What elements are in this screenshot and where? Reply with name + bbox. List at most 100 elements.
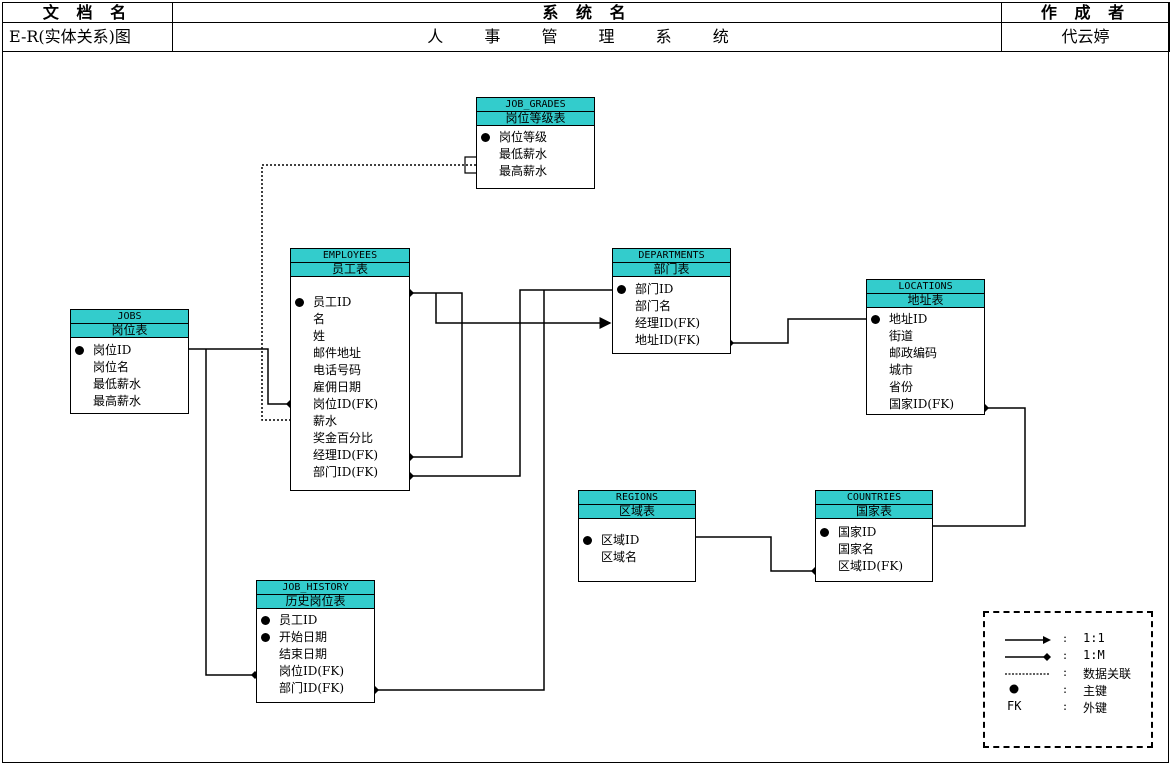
rel-employees-departments (435, 293, 612, 329)
entity-locations[interactable]: LOCATIONS 地址表 地址ID 街道 邮政编码 城市 省份 国家ID(FK… (866, 279, 985, 415)
legend-primary-key: 主键 (1083, 684, 1108, 698)
entity-name: LOCATIONS (867, 280, 984, 294)
entity-name: COUNTRIES (816, 491, 932, 505)
system-name-value: 人 事 管 理 系 统 (172, 22, 1002, 52)
attr: 最低薪水 (499, 147, 548, 161)
attr: 员工ID (261, 612, 374, 629)
entity-name: JOB_HISTORY (257, 581, 374, 595)
attr: 岗位等级 (481, 129, 594, 146)
entity-cn-name: 历史岗位表 (257, 595, 374, 609)
attr: 地址ID (871, 311, 984, 328)
entity-name: REGIONS (579, 491, 695, 505)
attr: 国家ID(FK) (889, 397, 955, 411)
primary-key-icon (1009, 684, 1019, 694)
attr: 国家名 (838, 542, 875, 556)
primary-key-icon (75, 346, 84, 355)
legend-one-to-many: 1:M (1083, 648, 1105, 662)
attr: 部门ID(FK) (279, 681, 345, 695)
attr: 岗位ID(FK) (279, 664, 345, 678)
attr: 街道 (889, 329, 914, 343)
attr: 邮件地址 (313, 346, 362, 360)
author-value: 代云婷 (1001, 22, 1170, 52)
entity-departments[interactable]: DEPARTMENTS 部门表 部门ID 部门名 经理ID(FK) 地址ID(F… (612, 248, 731, 354)
primary-key-icon (583, 536, 592, 545)
entity-regions[interactable]: REGIONS 区域表 区域ID 区域名 (578, 490, 696, 582)
attr: 名 (313, 312, 326, 326)
legend-colon: : (1063, 631, 1068, 645)
legend-colon: : (1063, 665, 1068, 679)
entity-name: EMPLOYEES (291, 249, 409, 263)
attr: 省份 (889, 380, 914, 394)
attr: 姓 (313, 329, 326, 343)
legend-colon: : (1063, 682, 1068, 696)
entity-name: JOB_GRADES (477, 98, 594, 112)
primary-key-icon (261, 616, 270, 625)
attr: 岗位ID (75, 342, 188, 359)
entity-job-grades[interactable]: JOB_GRADES 岗位等级表 岗位等级 最低薪水 最高薪水 (476, 97, 595, 189)
header-table: 文 档 名 系 统 名 作 成 者 E-R(实体关系)图 人 事 管 理 系 统… (2, 2, 1170, 52)
attr: 结束日期 (279, 647, 328, 661)
doc-name-value: E-R(实体关系)图 (2, 22, 173, 52)
primary-key-icon (617, 285, 626, 294)
primary-key-icon (261, 633, 270, 642)
attr: 岗位名 (93, 360, 130, 374)
legend-one-to-one: 1:1 (1083, 631, 1105, 645)
primary-key-icon (820, 528, 829, 537)
entity-name: DEPARTMENTS (613, 249, 730, 263)
header-author-label: 作 成 者 (1001, 2, 1170, 23)
legend: : 1:1 : 1:M : 数据关联 : 主键 FK : 外键 (983, 611, 1153, 748)
entity-job-history[interactable]: JOB_HISTORY 历史岗位表 员工ID 开始日期 结束日期 岗位ID(FK… (256, 580, 375, 703)
legend-foreign-key: 外键 (1083, 701, 1108, 715)
attr: 城市 (889, 363, 914, 377)
rel-jobs-jobhistory (205, 349, 254, 676)
attr: 开始日期 (261, 629, 374, 646)
legend-colon: : (1063, 648, 1068, 662)
entity-cn-name: 岗位等级表 (477, 112, 594, 126)
rel-regions-countries (696, 536, 815, 572)
attr: 雇佣日期 (313, 380, 362, 394)
attr: 电话号码 (313, 363, 362, 377)
attr: 区域ID(FK) (838, 559, 904, 573)
entity-jobs[interactable]: JOBS 岗位表 岗位ID 岗位名 最低薪水 最高薪水 (70, 309, 189, 414)
entity-cn-name: 国家表 (816, 505, 932, 519)
rel-countries-locations (933, 407, 1026, 527)
attr: 最高薪水 (499, 164, 548, 178)
entity-cn-name: 岗位表 (71, 324, 188, 338)
legend-symbols (1005, 636, 1051, 694)
attr: 经理ID(FK) (313, 448, 379, 462)
rel-locations-departments (731, 318, 866, 344)
attr: 区域名 (601, 550, 638, 564)
diamond-icon (1043, 653, 1051, 661)
attr: 邮政编码 (889, 346, 938, 360)
primary-key-icon (481, 133, 490, 142)
attr: 国家ID (820, 524, 932, 541)
entity-employees[interactable]: EMPLOYEES 员工表 员工ID 名 姓 邮件地址 电话号码 雇佣日期 岗位… (290, 248, 410, 491)
attr: 部门ID (617, 281, 730, 298)
attr: 员工ID (295, 294, 409, 311)
arrow-icon (1043, 636, 1051, 644)
primary-key-icon (295, 298, 304, 307)
entity-name: JOBS (71, 310, 188, 324)
legend-fk-symbol: FK (1007, 699, 1022, 713)
attr: 部门ID(FK) (313, 465, 379, 479)
attr: 经理ID(FK) (635, 316, 701, 330)
rel-departments-employees (410, 289, 612, 477)
rel-jobs-employees (189, 348, 288, 405)
attr: 区域ID (583, 532, 695, 549)
legend-data-relation: 数据关联 (1083, 667, 1132, 681)
attr: 岗位ID(FK) (313, 397, 379, 411)
entity-cn-name: 员工表 (291, 263, 409, 277)
rel-jobgrades-bracket (464, 156, 476, 174)
entity-cn-name: 区域表 (579, 505, 695, 519)
attr: 薪水 (313, 414, 338, 428)
attr: 地址ID(FK) (635, 333, 701, 347)
entity-cn-name: 地址表 (867, 294, 984, 308)
rel-jobgrades-employees (261, 164, 476, 421)
attr: 奖金百分比 (313, 431, 374, 445)
entity-countries[interactable]: COUNTRIES 国家表 国家ID 国家名 区域ID(FK) (815, 490, 933, 582)
legend-colon: : (1063, 699, 1068, 713)
attr: 最高薪水 (93, 394, 142, 408)
primary-key-icon (871, 315, 880, 324)
entity-cn-name: 部门表 (613, 263, 730, 277)
